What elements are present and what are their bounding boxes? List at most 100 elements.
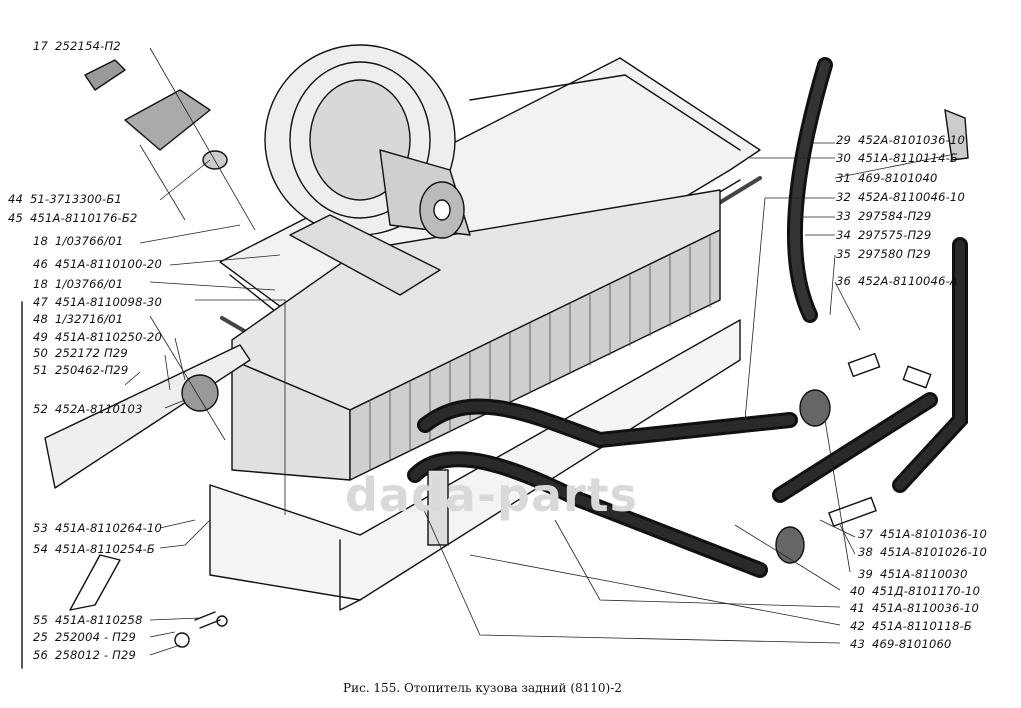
fuse-holder-44: [124, 89, 211, 151]
callout-part-code: 452А-8110103: [55, 402, 143, 416]
elbow-31: [944, 108, 969, 161]
callout-part-code: 258012 - П29: [55, 648, 137, 662]
callout-number: 50: [33, 346, 49, 360]
callout-part-code: 469-8101040: [858, 171, 938, 185]
right-callout-31: 31 469-8101040: [836, 172, 938, 185]
callout-number: 51: [33, 363, 49, 377]
right-callout-32: 32 452А-8110046-10: [836, 191, 965, 204]
callout-part-code: 250462-П29: [55, 363, 129, 377]
callout-part-code: 297580 П29: [858, 247, 931, 261]
callout-part-code: 297584-П29: [858, 209, 932, 223]
callout-part-code: 252172 П29: [55, 346, 128, 360]
callout-part-code: 252004 - П29: [55, 630, 137, 644]
callout-part-code: 451А-8110030: [880, 567, 968, 581]
callout-number: 25: [33, 630, 49, 644]
right-callout-43: 43 469-8101060: [850, 638, 952, 651]
left-callout-47: 47 451А-8110098-30: [33, 296, 162, 309]
callout-number: 56: [33, 648, 49, 662]
flange-39: [799, 389, 831, 427]
callout-part-code: 1/03766/01: [55, 277, 124, 291]
callout-part-code: 451А-8110254-Б: [55, 542, 156, 556]
callout-part-code: 469-8101060: [872, 637, 952, 651]
callout-number: 54: [33, 542, 49, 556]
callout-number: 52: [33, 402, 49, 416]
callout-part-code: 451А-8110250-20: [55, 330, 162, 344]
callout-number: 40: [850, 584, 866, 598]
left-callout-53: 53 451А-8110264-10: [33, 522, 162, 535]
callout-part-code: 451А-8110118-Б: [872, 619, 973, 633]
right-callout-39: 39 451А-8110030: [858, 568, 968, 581]
washer-56: [174, 632, 190, 648]
callout-number: 37: [858, 527, 874, 541]
callout-part-code: 1/32716/01: [55, 312, 124, 326]
callout-number: 33: [836, 209, 852, 223]
left-callout-52: 52 452А-8110103: [33, 403, 143, 416]
callout-number: 17: [33, 39, 49, 53]
radiator-fin-lines: [369, 236, 711, 471]
callout-number: 31: [836, 171, 852, 185]
spring-clip: [69, 554, 121, 611]
washer-25: [216, 615, 228, 627]
right-callout-41: 41 451А-8110036-10: [850, 602, 979, 615]
connector-17: [84, 59, 126, 91]
callout-number: 39: [858, 567, 874, 581]
callout-part-code: 452А-8110046-10: [858, 190, 965, 204]
callout-number: 48: [33, 312, 49, 326]
callout-part-code: 297575-П29: [858, 228, 932, 242]
callout-number: 30: [836, 151, 852, 165]
callout-number: 36: [836, 274, 852, 288]
right-callout-33: 33 297584-П29: [836, 210, 931, 223]
callout-number: 41: [850, 601, 866, 615]
callout-number: 47: [33, 295, 49, 309]
callout-number: 46: [33, 257, 49, 271]
right-callout-42: 42 451А-8110118-Б: [850, 620, 972, 633]
flange-42: [775, 526, 805, 564]
callout-number: 38: [858, 545, 874, 559]
spring-55: [194, 611, 221, 629]
right-callout-30: 30 451А-8110114-Б: [836, 152, 958, 165]
callout-number: 45: [8, 211, 24, 225]
watermark: dada-parts: [345, 468, 639, 522]
left-callout-56: 56 258012 - П29: [33, 649, 136, 662]
callout-number: 42: [850, 619, 866, 633]
callout-number: 53: [33, 521, 49, 535]
callout-number: 32: [836, 190, 852, 204]
left-callout-25: 25 252004 - П29: [33, 631, 136, 644]
callout-part-code: 451Д-8101170-10: [872, 584, 981, 598]
right-callout-37: 37 451А-8101036-10: [858, 528, 987, 541]
callout-number: 34: [836, 228, 852, 242]
left-callout-48: 48 1/32716/01: [33, 313, 123, 326]
callout-number: 55: [33, 613, 49, 627]
lower-shroud: [209, 319, 741, 601]
motor-bracket: [289, 214, 441, 296]
callout-part-code: 451А-8110036-10: [872, 601, 979, 615]
plate-46: [427, 469, 449, 546]
hose-connectors: [427, 108, 969, 564]
callout-number: 35: [836, 247, 852, 261]
callout-part-code: 451А-8110114-Б: [858, 151, 959, 165]
leader-lines: [124, 47, 951, 656]
figure-caption: Рис. 155. Отопитель кузова задний (8110)…: [343, 681, 622, 695]
callout-number: 18: [33, 234, 49, 248]
coupling-40: [847, 352, 881, 378]
right-callout-40: 40 451Д-8101170-10: [850, 585, 980, 598]
callout-part-code: 451А-8110264-10: [55, 521, 162, 535]
callout-part-code: 452А-8101036-10: [858, 133, 965, 147]
left-callout-50: 50 252172 П29: [33, 347, 128, 360]
callout-part-code: 452А-8110046-А: [858, 274, 958, 288]
callout-number: 44: [8, 192, 24, 206]
right-callout-34: 34 297575-П29: [836, 229, 931, 242]
callout-part-code: 451А-8101036-10: [880, 527, 987, 541]
callout-part-code: 451А-8110098-30: [55, 295, 162, 309]
right-callout-35: 35 297580 П29: [836, 248, 931, 261]
callout-part-code: 451А-8101026-10: [880, 545, 987, 559]
callout-number: 43: [850, 637, 866, 651]
